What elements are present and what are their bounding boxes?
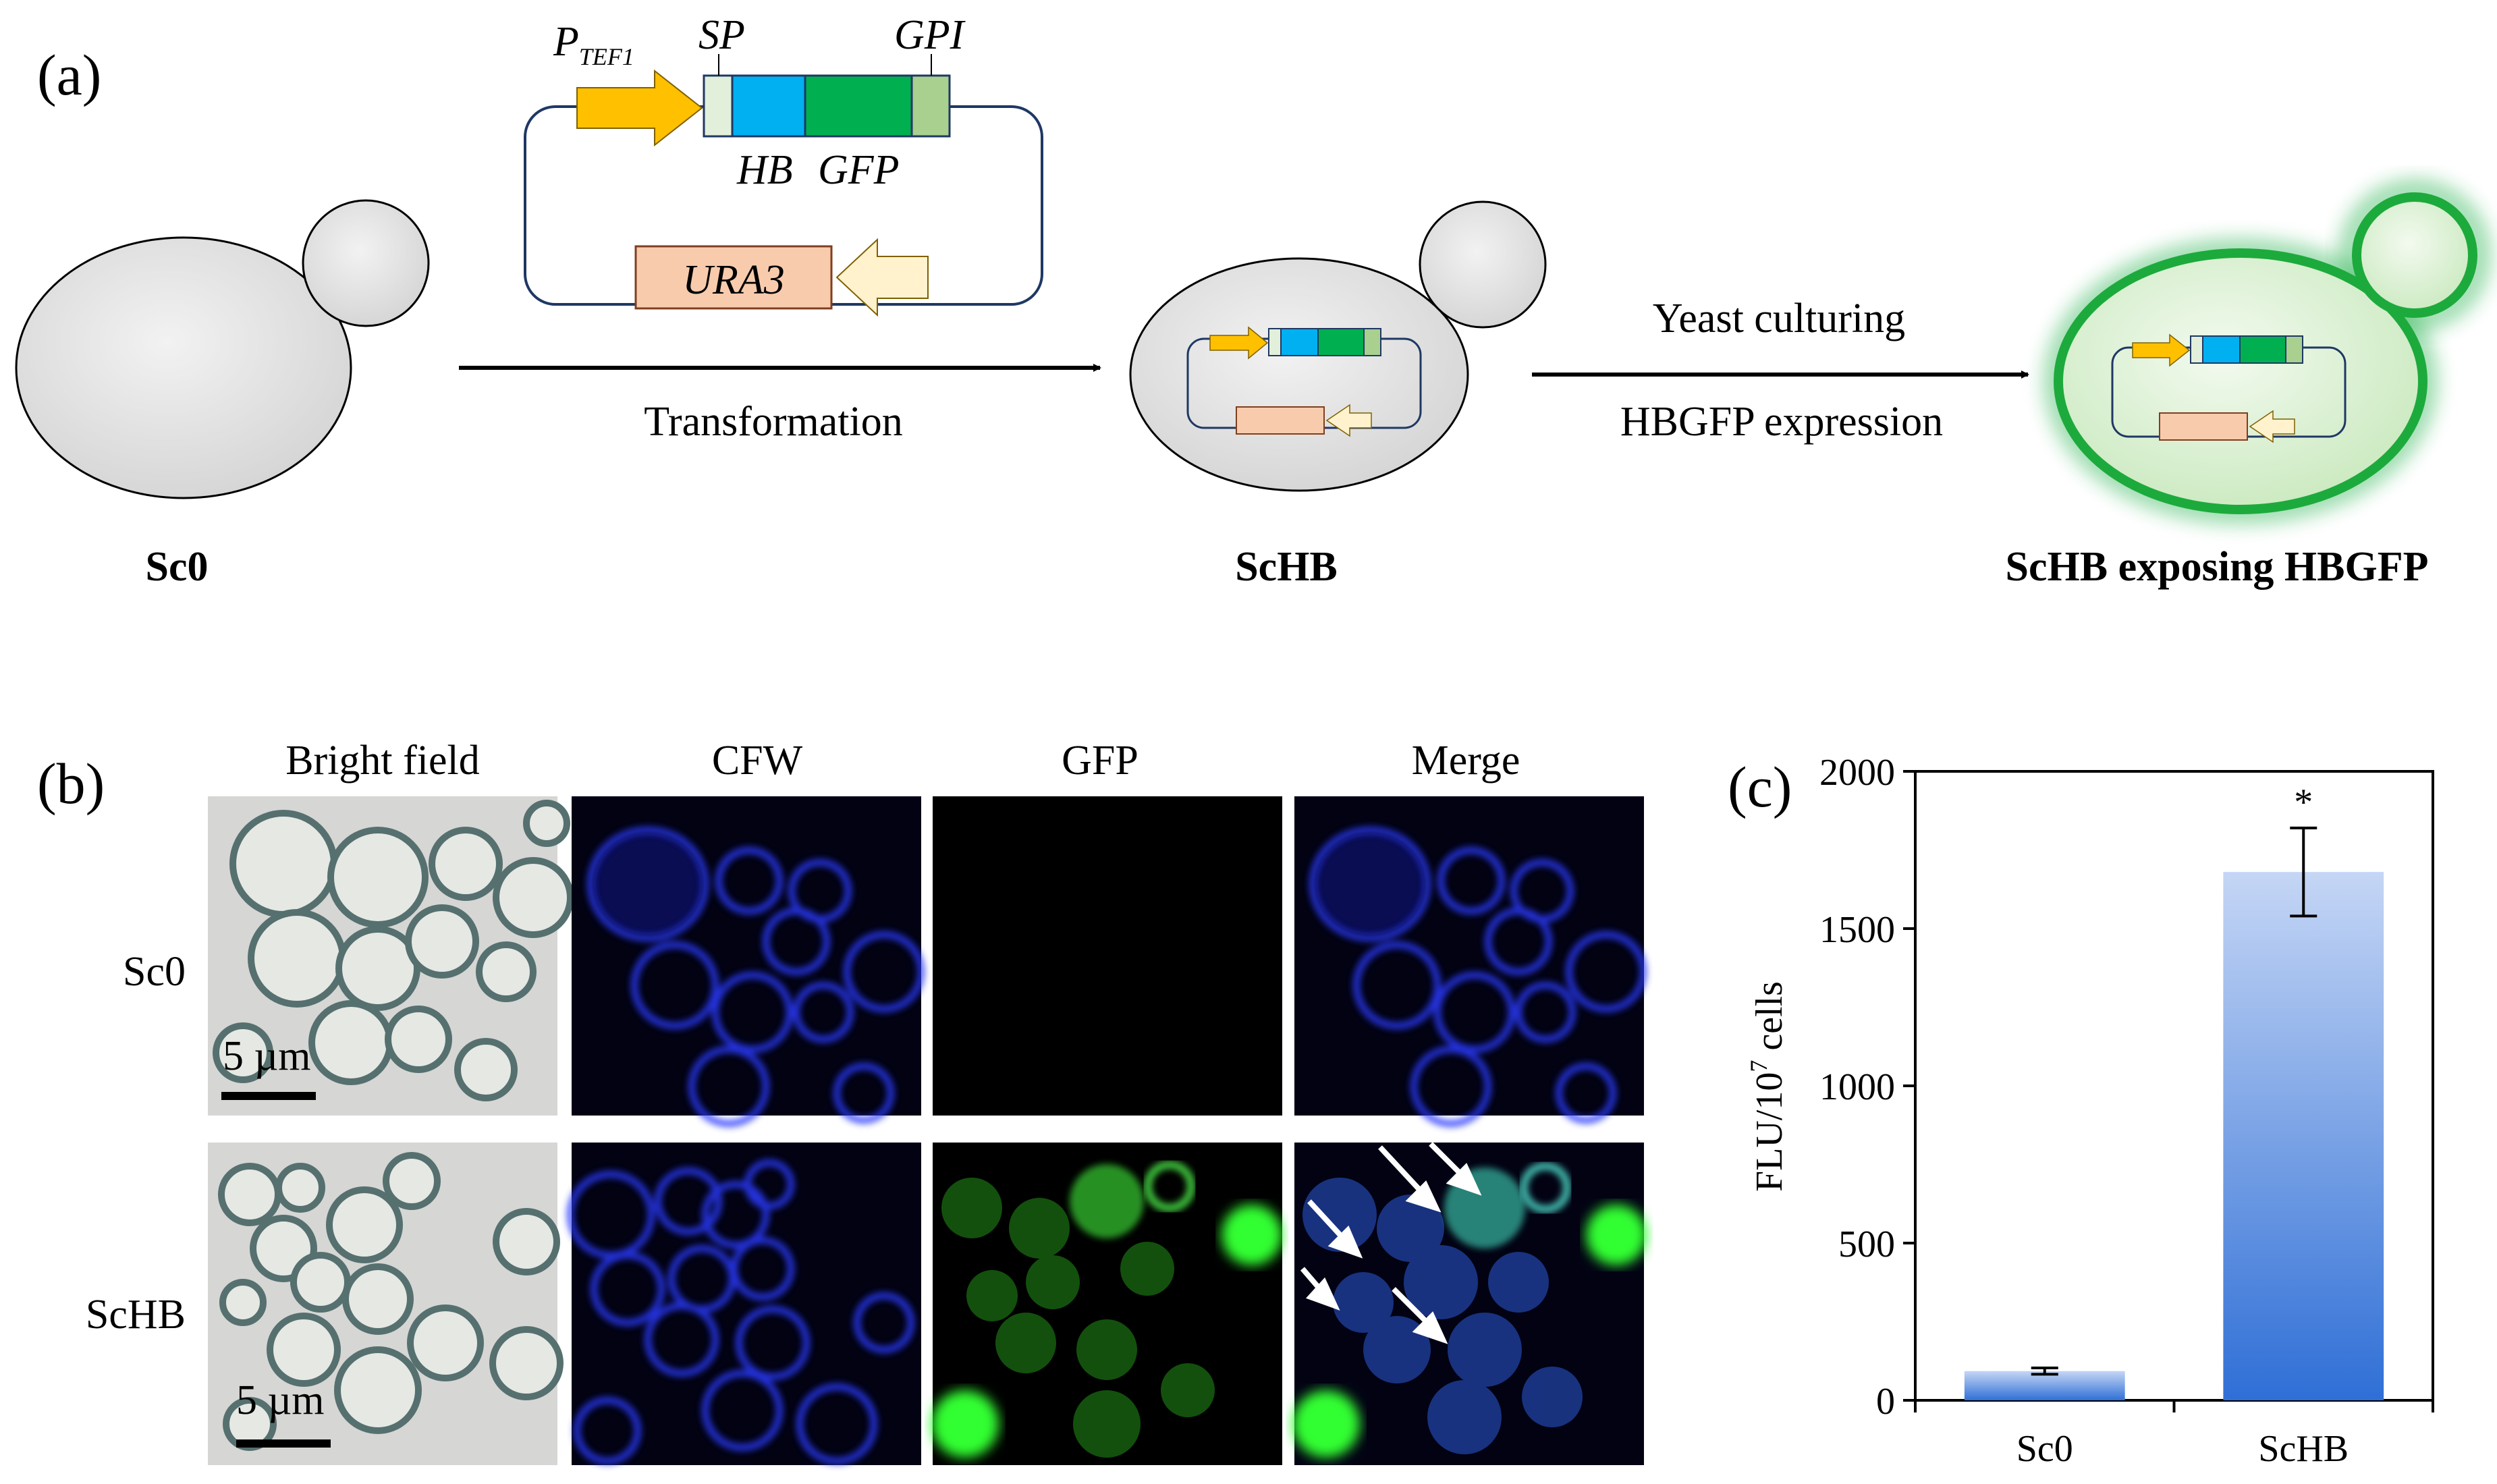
micrograph-schb-cfw [567, 1143, 921, 1465]
panel-a: (a) Sc0 PTEF1 SP GPI HB GFP [15, 12, 2491, 590]
micrograph-sc0-cfw [572, 796, 925, 1127]
panel-c-letter: (c) [1728, 754, 1792, 819]
micrograph-schb-gfp [931, 1143, 1282, 1465]
micrograph-sc0-bright-field [208, 796, 574, 1116]
y-tick-label: 500 [1838, 1224, 1895, 1265]
micrograph-schb-bright-field [208, 1143, 564, 1465]
gpi-label: GPI [894, 12, 966, 58]
x-tick-label: ScHB [2258, 1428, 2349, 1470]
ura3-label: URA3 [682, 257, 785, 303]
expression-label: HBGFP expression [1620, 399, 1943, 445]
x-tick-label: Sc0 [2016, 1428, 2073, 1470]
column-header-merge: Merge [1412, 738, 1520, 784]
plasmid-map [524, 54, 1043, 317]
significance-marker: * [2294, 781, 2313, 823]
column-header-cfw: CFW [712, 738, 803, 784]
gfp-label: GFP [818, 147, 900, 193]
hb-label: HB [736, 147, 793, 193]
promoter-label: PTEF1 [553, 19, 634, 70]
column-header-gfp: GFP [1062, 738, 1138, 784]
hb-block [731, 74, 806, 138]
micrograph-sc0-merge [1294, 796, 1647, 1127]
row-label-sc0: Sc0 [123, 949, 186, 995]
column-header-bright-field: Bright field [285, 738, 480, 784]
culturing-label: Yeast culturing [1653, 296, 1905, 341]
y-tick-label: 0 [1876, 1381, 1895, 1423]
micrograph-schb-merge [1292, 1142, 1647, 1465]
y-tick-label: 1500 [1819, 909, 1895, 951]
scale-bar-label-sc0: 5 µm [223, 1033, 310, 1079]
transformation-label: Transformation [644, 399, 902, 445]
y-tick-label: 1000 [1819, 1066, 1895, 1108]
sp-label: SP [698, 12, 745, 58]
row-label-schb: ScHB [86, 1292, 186, 1338]
yeast-cell-schb [1129, 200, 1547, 492]
cell-label-sc0: Sc0 [146, 544, 209, 590]
yeast-cell-sc0 [15, 199, 430, 499]
gfp-block [804, 74, 913, 138]
bar-sc0 [1964, 1371, 2125, 1400]
bar-schb [2223, 872, 2384, 1400]
cell-label-schb-hbgfp: ScHB exposing HBGFP [2006, 544, 2429, 590]
panel-a-letter: (a) [37, 43, 101, 107]
panel-b: (b) Bright field CFW GFP Merge Sc0 ScHB [37, 738, 1647, 1465]
promoter-arrow [576, 69, 703, 147]
sp-block [703, 74, 734, 138]
yeast-cell-schb-hbgfp [2043, 179, 2491, 524]
ura3-direction-arrow [835, 238, 929, 317]
cell-label-schb: ScHB [1235, 544, 1338, 590]
ura3-block [634, 245, 833, 310]
panel-b-letter: (b) [37, 751, 105, 816]
y-tick-label: 2000 [1819, 752, 1895, 794]
gpi-block [910, 74, 951, 138]
micrograph-sc0-gfp [933, 796, 1282, 1116]
y-axis-label: FLU/107 cells [1745, 981, 1790, 1192]
scale-bar-label-schb: 5 µm [236, 1377, 324, 1423]
